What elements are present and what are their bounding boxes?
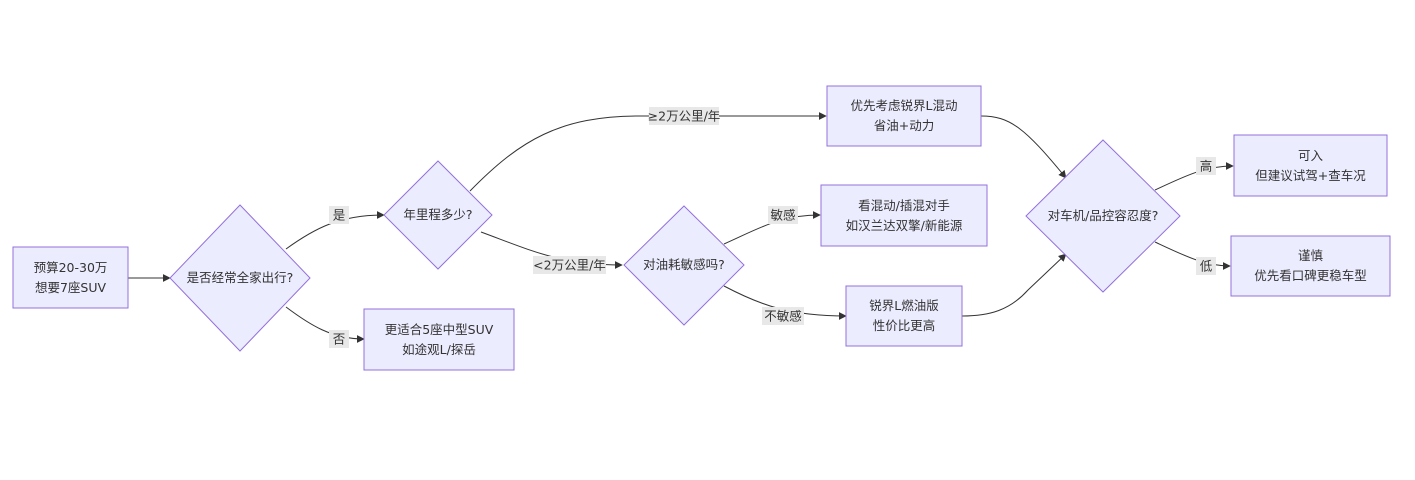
svg-text:锐界L燃油版: 锐界L燃油版 <box>869 298 939 313</box>
svg-text:对车机/品控容忍度?: 对车机/品控容忍度? <box>1048 208 1159 223</box>
svg-text:省油+动力: 省油+动力 <box>874 118 934 133</box>
node-hybrid: 优先考虑锐界L混动 省油+动力 <box>826 85 982 147</box>
svg-text:如汉兰达双擎/新能源: 如汉兰达双擎/新能源 <box>846 218 963 233</box>
svg-text:想要7座SUV: 想要7座SUV <box>35 280 107 295</box>
edge-label-yes: 是 <box>329 206 349 224</box>
edge-label-over2: ≥2万公里/年 <box>648 107 721 125</box>
edge-label-low: 低 <box>1196 257 1216 275</box>
node-ok: 可入 但建议试驾+查车况 <box>1233 134 1388 197</box>
edge-hybrid-tolerance <box>980 115 1067 179</box>
svg-text:年里程多少?: 年里程多少? <box>403 207 472 222</box>
edge-label-high: 高 <box>1196 157 1216 175</box>
svg-text:对油耗敏感吗?: 对油耗敏感吗? <box>643 257 725 272</box>
edge-mileage-hybrid <box>469 112 827 192</box>
edge-family-mileage <box>285 211 385 250</box>
edge-label-insensitive: 不敏感 <box>762 307 804 325</box>
svg-text:但建议试驾+查车况: 但建议试驾+查车况 <box>1255 168 1366 183</box>
svg-text:高: 高 <box>1200 159 1213 174</box>
svg-text:优先看口碑更稳车型: 优先看口碑更稳车型 <box>1254 268 1367 283</box>
svg-text:是: 是 <box>333 208 346 223</box>
edge-tolerance-careful <box>1154 241 1231 270</box>
svg-text:预算20-30万: 预算20-30万 <box>34 260 108 275</box>
node-tolerance-decision: 对车机/品控容忍度? <box>1025 139 1181 293</box>
svg-text:如途观L/探岳: 如途观L/探岳 <box>402 342 476 357</box>
svg-text:谨慎: 谨慎 <box>1298 248 1324 263</box>
svg-text:<2万公里/年: <2万公里/年 <box>533 258 606 273</box>
svg-text:低: 低 <box>1200 259 1213 274</box>
svg-text:不敏感: 不敏感 <box>764 309 802 324</box>
svg-text:看混动/插混对手: 看混动/插混对手 <box>858 198 950 213</box>
svg-text:是否经常全家出行?: 是否经常全家出行? <box>187 270 294 285</box>
node-rivals: 看混动/插混对手 如汉兰达双擎/新能源 <box>820 184 988 247</box>
edge-label-sensitive: 敏感 <box>768 206 798 224</box>
node-family-decision: 是否经常全家出行? <box>169 204 311 352</box>
svg-text:可入: 可入 <box>1298 148 1324 163</box>
svg-text:更适合5座中型SUV: 更适合5座中型SUV <box>385 322 494 337</box>
node-gas: 锐界L燃油版 性价比更高 <box>845 285 963 347</box>
node-fuel-sense-decision: 对油耗敏感吗? <box>623 205 745 326</box>
svg-text:敏感: 敏感 <box>770 208 795 223</box>
node-mileage-decision: 年里程多少? <box>383 160 493 270</box>
svg-text:性价比更高: 性价比更高 <box>873 318 936 333</box>
edge-gas-tolerance <box>961 253 1067 317</box>
edge-label-no: 否 <box>329 330 349 348</box>
svg-text:优先考虑锐界L混动: 优先考虑锐界L混动 <box>851 98 958 113</box>
svg-text:≥2万公里/年: ≥2万公里/年 <box>648 109 721 124</box>
edge-family-fiveseat <box>285 306 365 343</box>
edge-label-under2: <2万公里/年 <box>533 256 606 274</box>
node-start: 预算20-30万 想要7座SUV <box>12 246 129 309</box>
edge-tolerance-ok <box>1154 162 1234 191</box>
node-careful: 谨慎 优先看口碑更稳车型 <box>1230 235 1391 297</box>
node-five-seat: 更适合5座中型SUV 如途观L/探岳 <box>363 308 515 371</box>
svg-text:否: 否 <box>333 332 346 347</box>
